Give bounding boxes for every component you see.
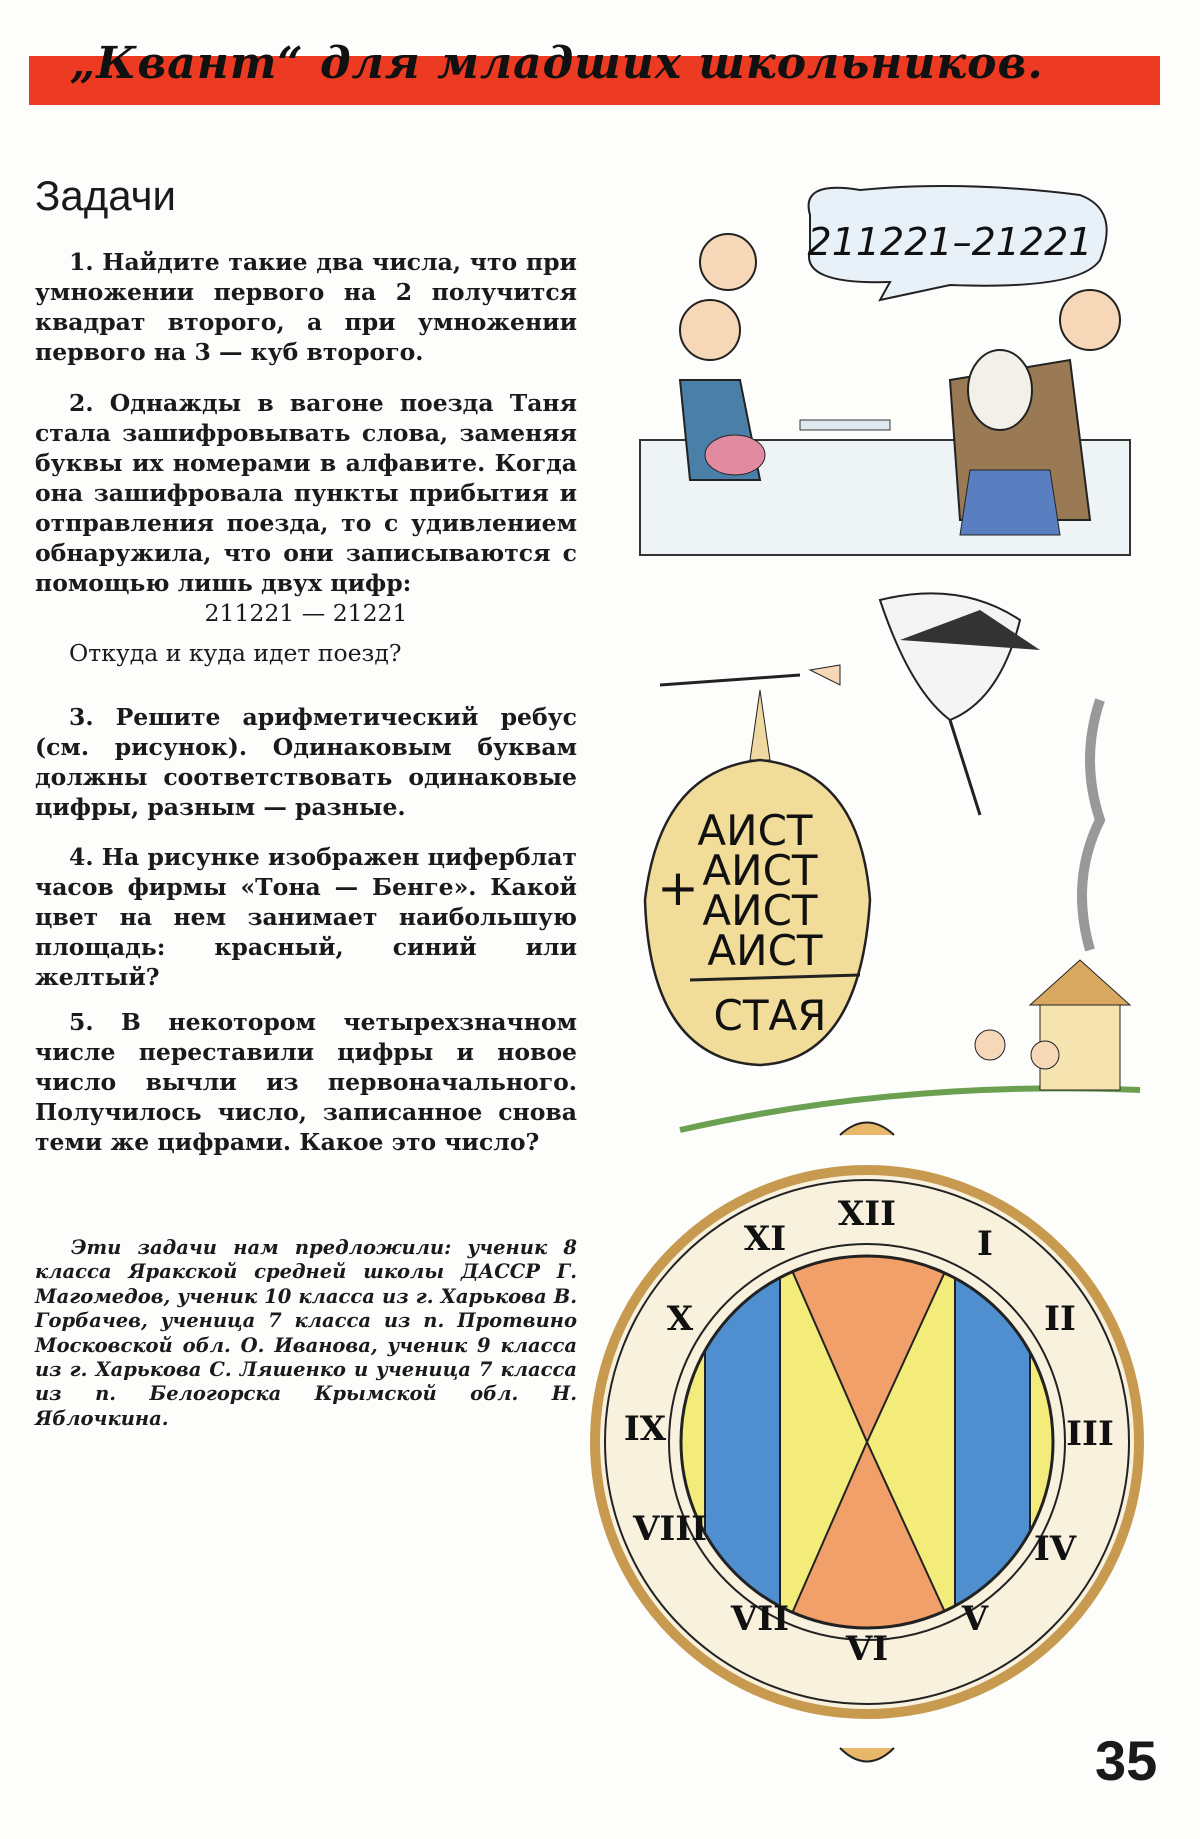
problem-5: 5. В некотором четырехзначном числе пере… — [35, 1007, 577, 1157]
clock-numeral: VII — [730, 1599, 789, 1639]
problem-text: 2. Однажды в вагоне поезда Таня стала за… — [35, 389, 577, 597]
clock-numeral: IV — [1034, 1529, 1077, 1569]
train-scene-illustration: 211221–21221 — [639, 185, 1131, 556]
problem-3: 3. Решите арифметический ребус (см. рису… — [35, 702, 577, 822]
clock-numeral: V — [961, 1599, 989, 1639]
rebus-row: АИСТ — [697, 806, 812, 855]
rebus-row: АИСТ — [707, 926, 822, 975]
clock-numeral: VIII — [632, 1509, 707, 1549]
section-title: Задачи — [35, 172, 177, 219]
rebus-plus: + — [657, 859, 699, 917]
clock-face-illustration: XII I II III IV V VI VII VIII IX X XI — [590, 1121, 1144, 1763]
page-number: 35 — [1095, 1729, 1158, 1792]
footnote: Эти задачи нам предложили: ученик 8 клас… — [35, 1236, 577, 1430]
rebus-row: АИСТ — [702, 886, 817, 935]
clock-numeral: IX — [624, 1409, 667, 1449]
clock-numeral: I — [977, 1224, 993, 1264]
problem-text: 1. Найдите такие два числа, что при умно… — [35, 248, 577, 366]
header-band — [29, 56, 1160, 105]
clock-numeral: II — [1044, 1299, 1076, 1339]
speech-bubble-text: 211221–21221 — [808, 220, 1093, 264]
clock-numeral: XI — [744, 1219, 786, 1259]
problem-2: 2. Однажды в вагоне поезда Таня стала за… — [35, 388, 577, 668]
stork-rebus-illustration: АИСТ АИСТ АИСТ АИСТ + СТАЯ — [643, 592, 1141, 1133]
rebus-row: АИСТ — [702, 846, 817, 895]
problem-text: 4. На рисунке изображен циферблат часов … — [35, 843, 577, 991]
problem-formula: 211221 — 21221 — [204, 599, 408, 627]
clock-numeral: VI — [845, 1629, 888, 1669]
sack — [643, 758, 872, 1067]
problem-question: Откуда и куда идет поезд? — [69, 639, 402, 667]
problem-text: 5. В некотором четырехзначном числе пере… — [35, 1008, 577, 1156]
problem-4: 4. На рисунке изображен циферблат часов … — [35, 842, 577, 992]
clock-numeral: XII — [838, 1194, 896, 1234]
header-title: „Квант“ для младших школьников. — [70, 38, 1044, 89]
speech-bubble — [807, 185, 1108, 302]
rebus-result: СТАЯ — [714, 991, 827, 1040]
problem-1: 1. Найдите такие два числа, что при умно… — [35, 247, 577, 367]
clock-numeral: X — [667, 1299, 694, 1339]
problem-text: 3. Решите арифметический ребус (см. рису… — [35, 703, 577, 821]
clock-numeral: III — [1066, 1414, 1114, 1454]
